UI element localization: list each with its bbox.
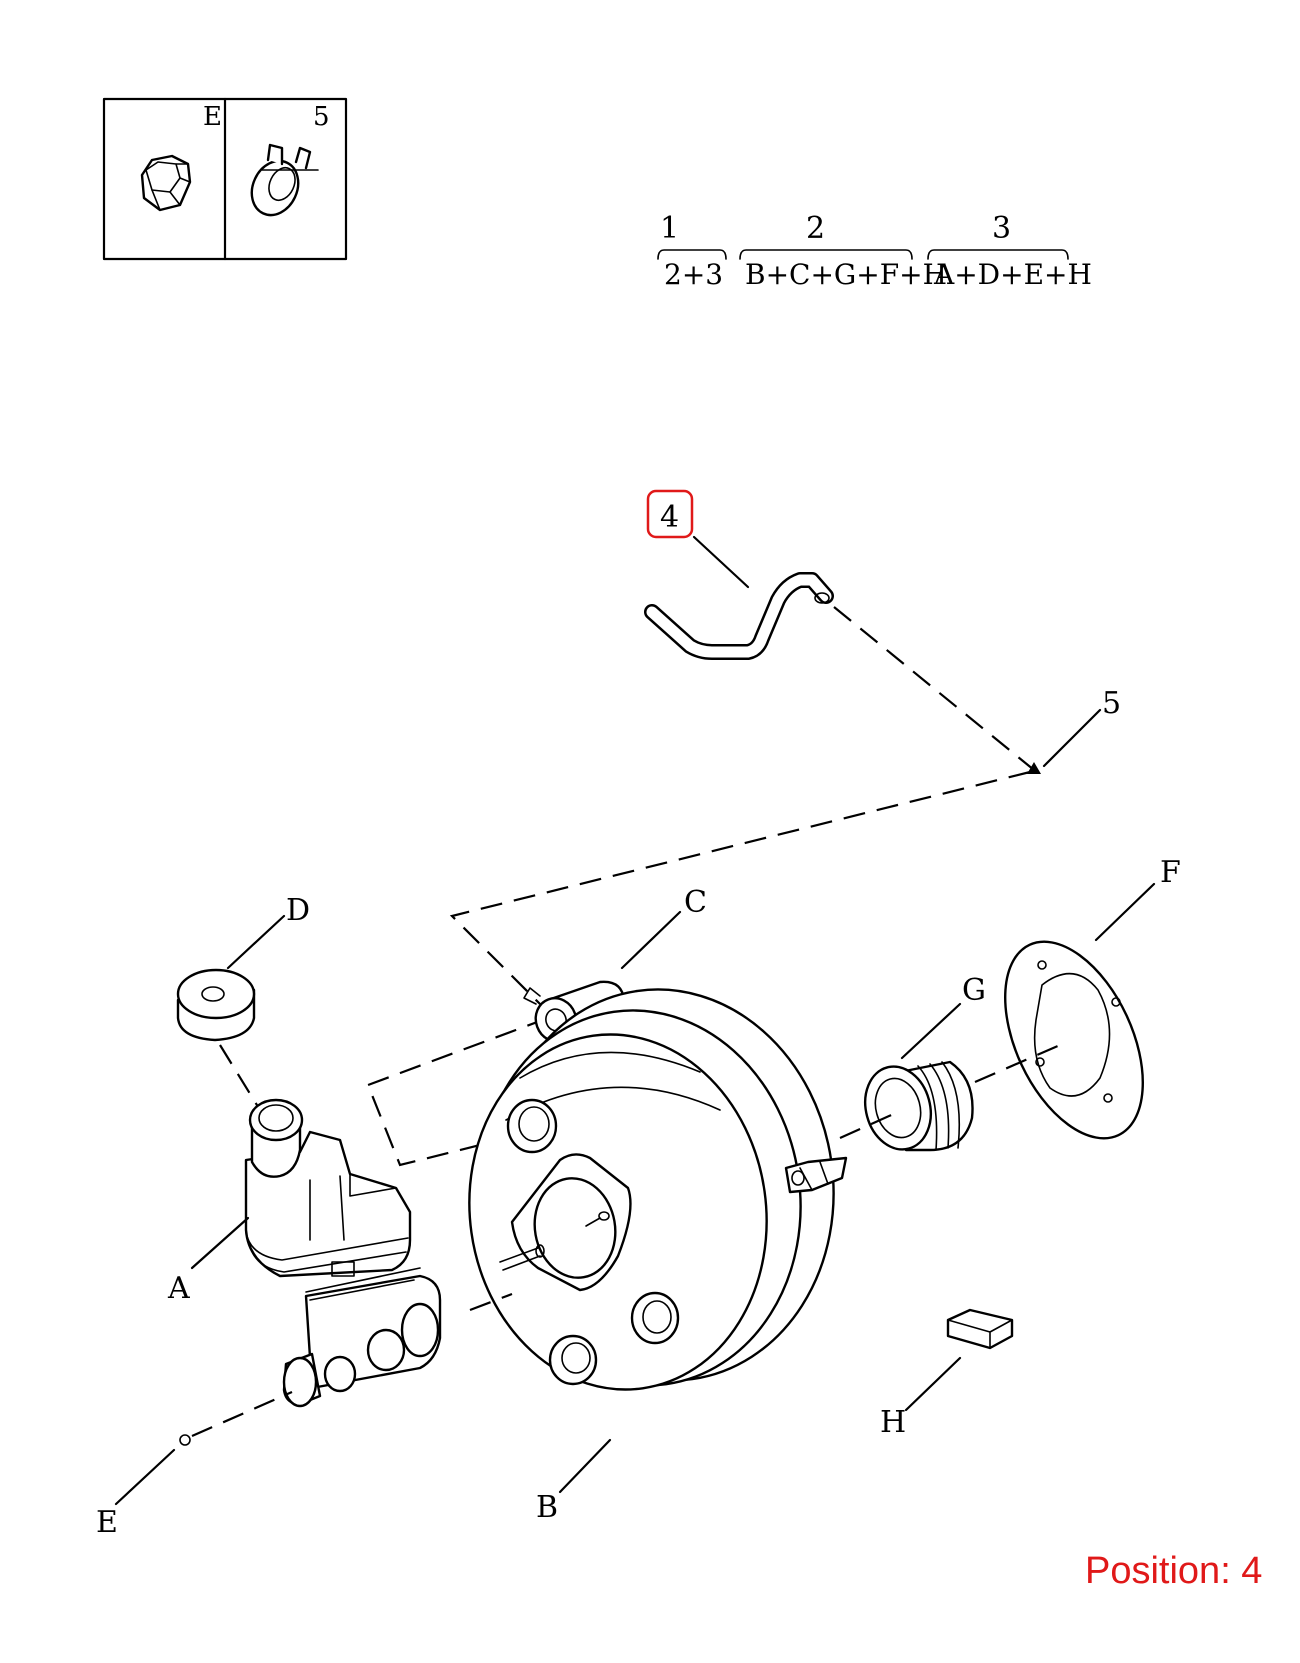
callout-b-label: B — [536, 1490, 558, 1525]
kit-3-contents: A+D+E+H — [933, 258, 1092, 291]
routing-line-clip-to-valve — [449, 770, 1031, 1005]
callout-5-clip[interactable]: 5 — [1027, 686, 1121, 774]
callout-4[interactable]: 4 — [646, 489, 694, 539]
part-f-gasket[interactable]: F — [977, 855, 1181, 1160]
part-b-brake-booster[interactable]: B — [447, 968, 859, 1525]
routing-line-valve-to-booster — [366, 1016, 549, 1167]
part-h-pad[interactable]: H — [880, 1308, 1014, 1440]
part-e-nut[interactable]: E — [96, 1390, 293, 1540]
callout-f-label: F — [1160, 855, 1181, 890]
leader-d-dashed — [219, 1044, 261, 1111]
hose-clamp-icon — [250, 143, 319, 217]
kit-legend: 1 2+3 2 B+C+G+F+H 3 A+D+E+H — [657, 211, 1092, 291]
part-d-reservoir-cap[interactable]: D — [176, 893, 310, 1042]
callout-a-label: A — [167, 1271, 190, 1306]
part-g-bellows-boot[interactable]: G — [856, 973, 986, 1157]
routing-line-gasket — [974, 1043, 1061, 1084]
kit-2-number: 2 — [806, 211, 825, 246]
part-a-master-cylinder[interactable]: A — [167, 1098, 442, 1408]
kit-inset-box: E 5 — [102, 97, 348, 261]
vacuum-hose-part[interactable] — [644, 572, 834, 660]
routing-line-boot — [839, 1110, 899, 1140]
callout-g-label: G — [962, 973, 986, 1008]
callout-e-label: E — [96, 1505, 118, 1540]
callout-h-label: H — [880, 1405, 906, 1440]
position-indicator: Position: 4 — [1085, 1550, 1263, 1592]
leader-4 — [692, 535, 750, 589]
kit-2-contents: B+C+G+F+H — [745, 258, 947, 291]
callout-c-label: C — [684, 885, 707, 920]
kit-box-label-5: 5 — [313, 102, 330, 132]
nut-icon — [140, 154, 192, 212]
routing-line-hose-to-clip — [833, 606, 1035, 771]
kit-3-number: 3 — [992, 211, 1011, 246]
routing-line-master-to-booster — [469, 1292, 513, 1312]
kit-1-number: 1 — [660, 211, 679, 246]
callout-5-label: 5 — [1102, 686, 1121, 721]
callout-d-label: D — [286, 893, 310, 928]
kit-1-contents: 2+3 — [664, 258, 723, 291]
kit-box-label-e: E — [203, 102, 222, 132]
callout-4-label: 4 — [660, 500, 679, 535]
